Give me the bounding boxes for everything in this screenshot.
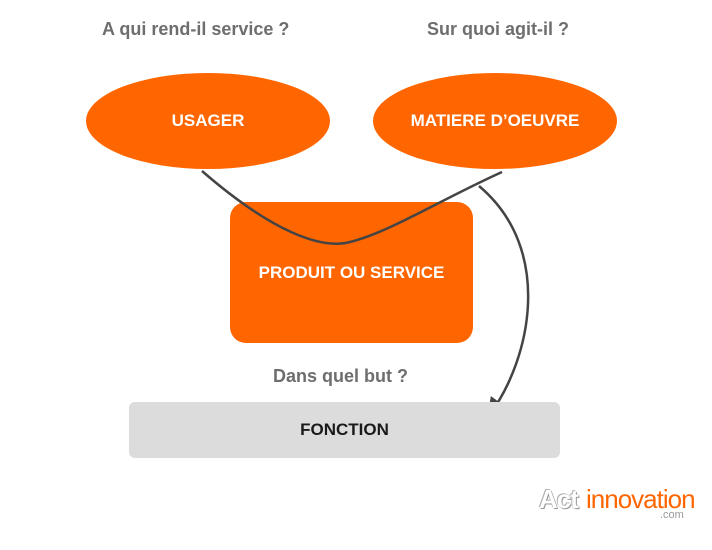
usager-node: USAGER <box>86 73 330 169</box>
produit-service-node: PRODUIT OU SERVICE <box>230 202 473 343</box>
usager-label: USAGER <box>171 111 245 130</box>
fonction-node: FONCTION <box>129 402 560 458</box>
logo-domain-text: .com <box>660 509 684 521</box>
question-but: Dans quel but ? <box>273 366 408 386</box>
logo-innovation-text: innovation <box>586 484 696 514</box>
matiere-oeuvre-label: MATIERE D’OEUVRE <box>410 111 580 130</box>
link-arrow-to-fonction <box>478 185 530 419</box>
fonction-label: FONCTION <box>300 420 389 439</box>
matiere-oeuvre-node: MATIERE D’OEUVRE <box>373 73 617 169</box>
question-usager: A qui rend-il service ? <box>102 19 290 39</box>
question-matiere: Sur quoi agit-il ? <box>427 19 569 39</box>
logo-act-text: Act <box>539 484 579 514</box>
produit-service-label: PRODUIT OU SERVICE <box>258 262 445 282</box>
actinnovation-logo: Act innovation .com <box>539 484 699 524</box>
